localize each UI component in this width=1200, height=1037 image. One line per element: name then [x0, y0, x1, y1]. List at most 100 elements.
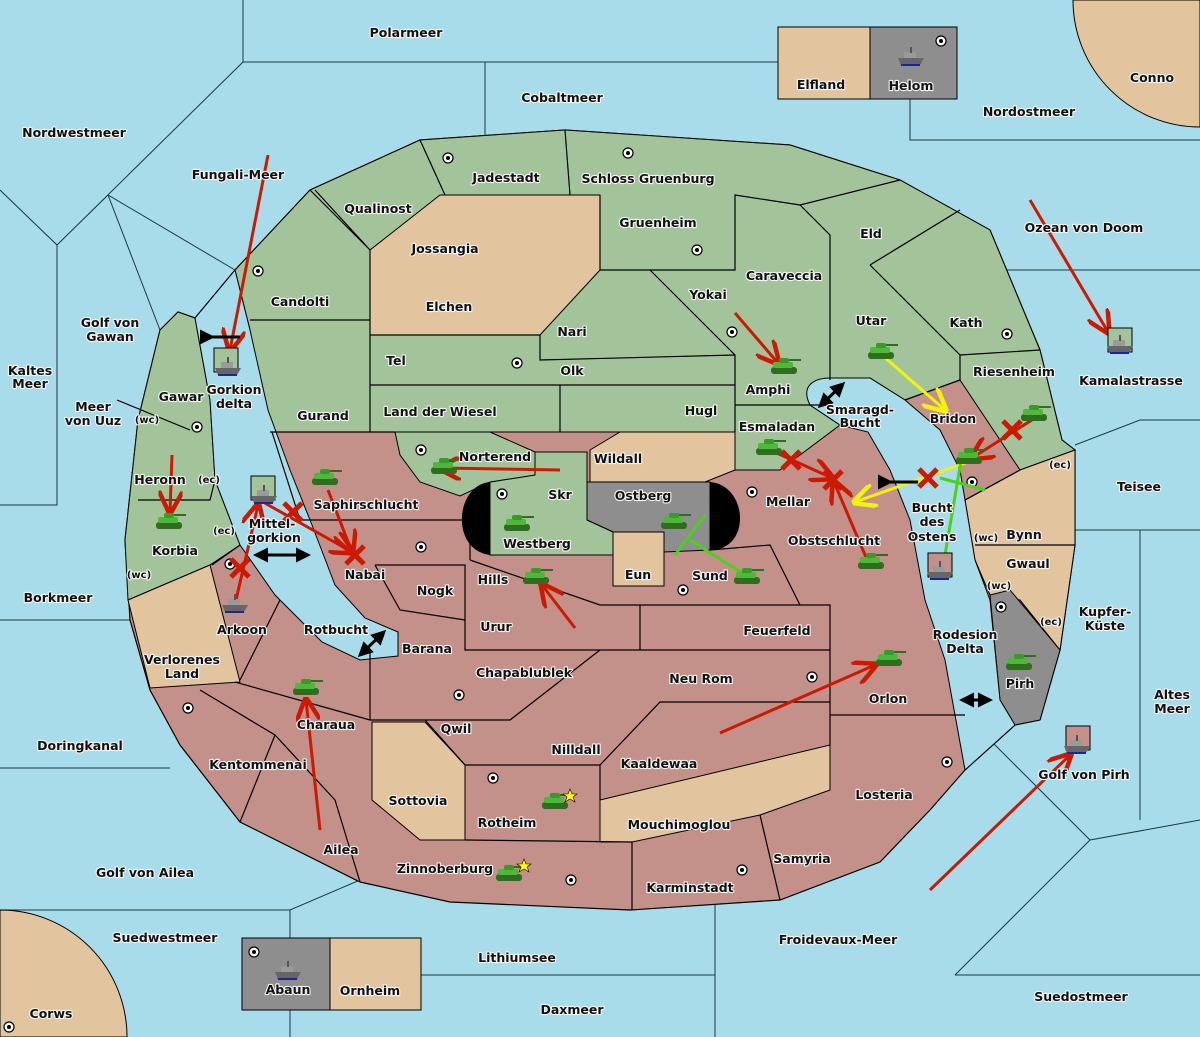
sea-label: Borkmeer [24, 590, 94, 605]
sea-label: Smaragd- [826, 402, 894, 417]
sea-label: Golf von [81, 315, 140, 330]
province-label: Wildall [594, 451, 642, 466]
sea-label: Kaltes [8, 363, 52, 378]
province-label: Bridon [930, 411, 976, 426]
sea-label: Doringkanal [37, 738, 123, 753]
province-label: Saphirschlucht [314, 497, 419, 512]
province-label: Feuerfeld [743, 623, 810, 638]
province-label: Sund [692, 568, 728, 583]
tunnel-east-end [710, 482, 741, 550]
sea-label: von Uuz [65, 413, 121, 428]
sea-label: delta [216, 396, 252, 411]
sea-label: gorkion [247, 530, 301, 545]
sea-label: Suedostmeer [1034, 989, 1128, 1004]
province-label: Nogk [417, 583, 454, 598]
sea-labels: Polarmeer Cobaltmeer Nordwestmeer Nordos… [7, 24, 1192, 1018]
province-label: Qualinost [344, 201, 411, 216]
province-label: Schloss Gruenburg [581, 171, 714, 186]
province-label: Olk [560, 363, 584, 378]
province-label: Caraveccia [746, 268, 822, 283]
coast-label: (wc) [135, 415, 159, 426]
province-elfland[interactable] [777, 26, 871, 100]
sea-label: Meer [1154, 701, 1190, 716]
sea-label: Golf von Pirh [1038, 767, 1129, 782]
province-label: Urur [480, 619, 512, 634]
province-label: Sottovia [389, 793, 448, 808]
province-label: Neu Rom [669, 671, 732, 686]
coast-label: (ec) [198, 475, 220, 486]
sea-label: Polarmeer [370, 25, 444, 40]
sea-label: Ostens [908, 529, 957, 544]
province-labels: Elfland Helom Conno Jadestadt Schloss Gr… [28, 69, 1175, 1022]
west-channel [194, 268, 399, 661]
province-label: Skr [548, 487, 572, 502]
province-label: Gruenheim [619, 215, 696, 230]
coast-label: (ec) [1040, 617, 1062, 628]
sea-label: Küste [1085, 618, 1125, 633]
sea-label: des [920, 514, 945, 529]
sea-label: Rotbucht [304, 622, 368, 637]
province-label: Obstschlucht [788, 533, 880, 548]
province-label: Tel [386, 353, 406, 368]
province-label: Helom [889, 78, 934, 93]
units[interactable] [156, 46, 1134, 980]
province-label: Kentommenai [209, 757, 307, 772]
sea-label: Daxmeer [540, 1002, 604, 1017]
coast-label: (ec) [213, 526, 235, 537]
province-label: Norterend [459, 449, 531, 464]
sea-label: Rodesion [933, 627, 998, 642]
province-conno[interactable] [1072, 0, 1200, 128]
province-label: Hugl [685, 403, 718, 418]
sea-label: Kamalastrasse [1079, 373, 1183, 388]
province-label: Ailea [323, 842, 358, 857]
province-label: Jossangia [410, 241, 478, 256]
province-label: Nabai [345, 567, 386, 582]
sea-label: Nordwestmeer [22, 125, 127, 140]
province-label: Bynn [1006, 527, 1041, 542]
province-label: Mouchimoglou [628, 817, 731, 832]
province-label: Zinnoberburg [397, 861, 493, 876]
province-corws[interactable] [0, 909, 128, 1037]
sea-label: Gorkion [206, 382, 261, 397]
province-label: Abaun [266, 982, 311, 997]
sea-label: Meer [75, 399, 111, 414]
province-label: Arkoon [217, 622, 267, 637]
province-label: Kaaldewaa [621, 756, 698, 771]
province-label: Charaua [297, 717, 355, 732]
province-label: Candolti [271, 294, 330, 309]
province-label: Yokai [688, 287, 727, 302]
sea-label: Meer [12, 376, 48, 391]
sea-label: Froidevaux-Meer [779, 932, 898, 947]
sea-label: Nordostmeer [983, 104, 1076, 119]
province-label: Chapablublek [476, 665, 573, 680]
orders [170, 154, 1108, 892]
province-label: Korbia [152, 543, 198, 558]
sea-label: Altes [1154, 687, 1190, 702]
sea-label: Teisee [1117, 479, 1161, 494]
province-label: Elchen [426, 299, 473, 314]
sea-label: Ozean von Doom [1025, 220, 1144, 235]
coast-label: (ec) [1049, 460, 1071, 471]
province-ornheim[interactable] [329, 937, 422, 1011]
sea-label: Cobaltmeer [521, 90, 603, 105]
sea-label: Kupfer- [1079, 604, 1132, 619]
province-label: Ornheim [340, 983, 400, 998]
province-label: Qwil [441, 721, 472, 736]
star-icon [516, 858, 532, 873]
province-label: Rotheim [478, 815, 537, 830]
sea-label: Golf von Ailea [96, 865, 194, 880]
province-label: Esmaladan [739, 419, 815, 434]
province-label: Nari [557, 324, 586, 339]
province-label: Mellar [766, 494, 811, 509]
province-label: Kath [950, 315, 983, 330]
province-label: Nilldall [551, 742, 600, 757]
province-label: Land [165, 666, 199, 681]
tunnel-west-end [461, 482, 490, 555]
east-channel [806, 377, 1016, 771]
sea-label: Mittel- [249, 516, 296, 531]
province-label: Orlon [869, 691, 908, 706]
province-label: Westberg [503, 536, 571, 551]
coast-labels: (wc) (ec) (ec) (wc) (ec) (wc) (wc) (ec) [126, 414, 1072, 629]
star-icon [562, 788, 578, 803]
